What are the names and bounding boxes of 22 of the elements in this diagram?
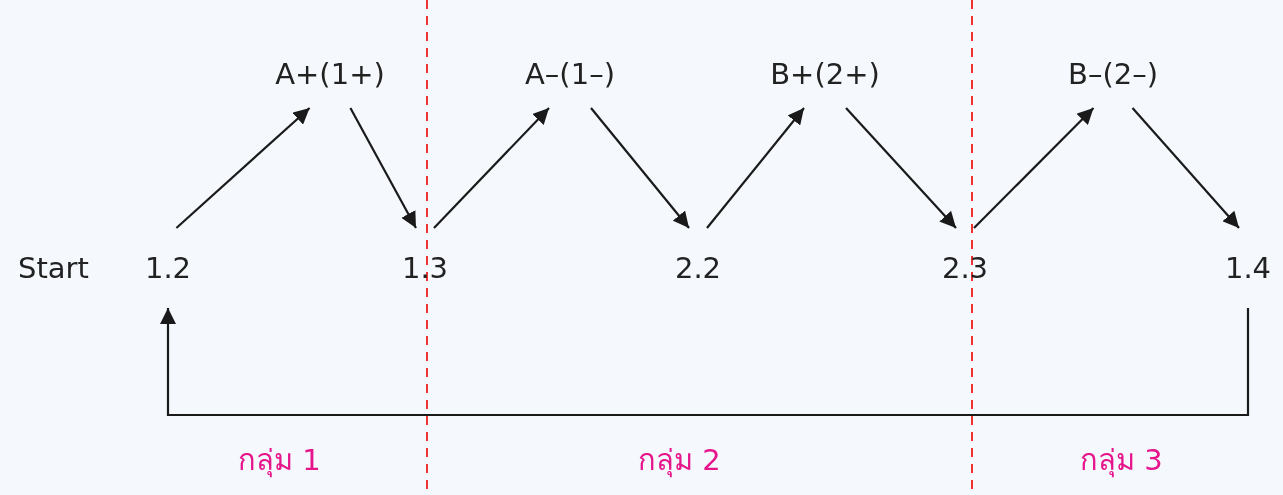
group-label: กลุ่ม 2 [638, 442, 721, 478]
state-label: 1.2 [140, 228, 196, 308]
arrow [706, 107, 805, 229]
start-label: Start [18, 250, 89, 286]
step-label: B–(2–) [1048, 40, 1178, 108]
arrow [433, 107, 550, 229]
state-label: 1.4 [1218, 228, 1278, 308]
state-label: 2.2 [668, 228, 728, 308]
arrow [160, 308, 1250, 417]
group-label: กลุ่ม 1 [238, 442, 321, 478]
arrow [973, 107, 1095, 229]
arrow [1131, 107, 1240, 229]
step-label: B+(2+) [755, 40, 895, 108]
arrow [590, 107, 690, 229]
step-label: A–(1–) [500, 40, 640, 108]
arrow [349, 107, 417, 229]
state-label: 1.3 [395, 228, 455, 308]
step-label: A+(1+) [262, 40, 398, 108]
group-label: กลุ่ม 3 [1080, 442, 1163, 478]
arrow [175, 107, 311, 229]
arrow [845, 107, 957, 229]
state-label: 2.3 [935, 228, 995, 308]
